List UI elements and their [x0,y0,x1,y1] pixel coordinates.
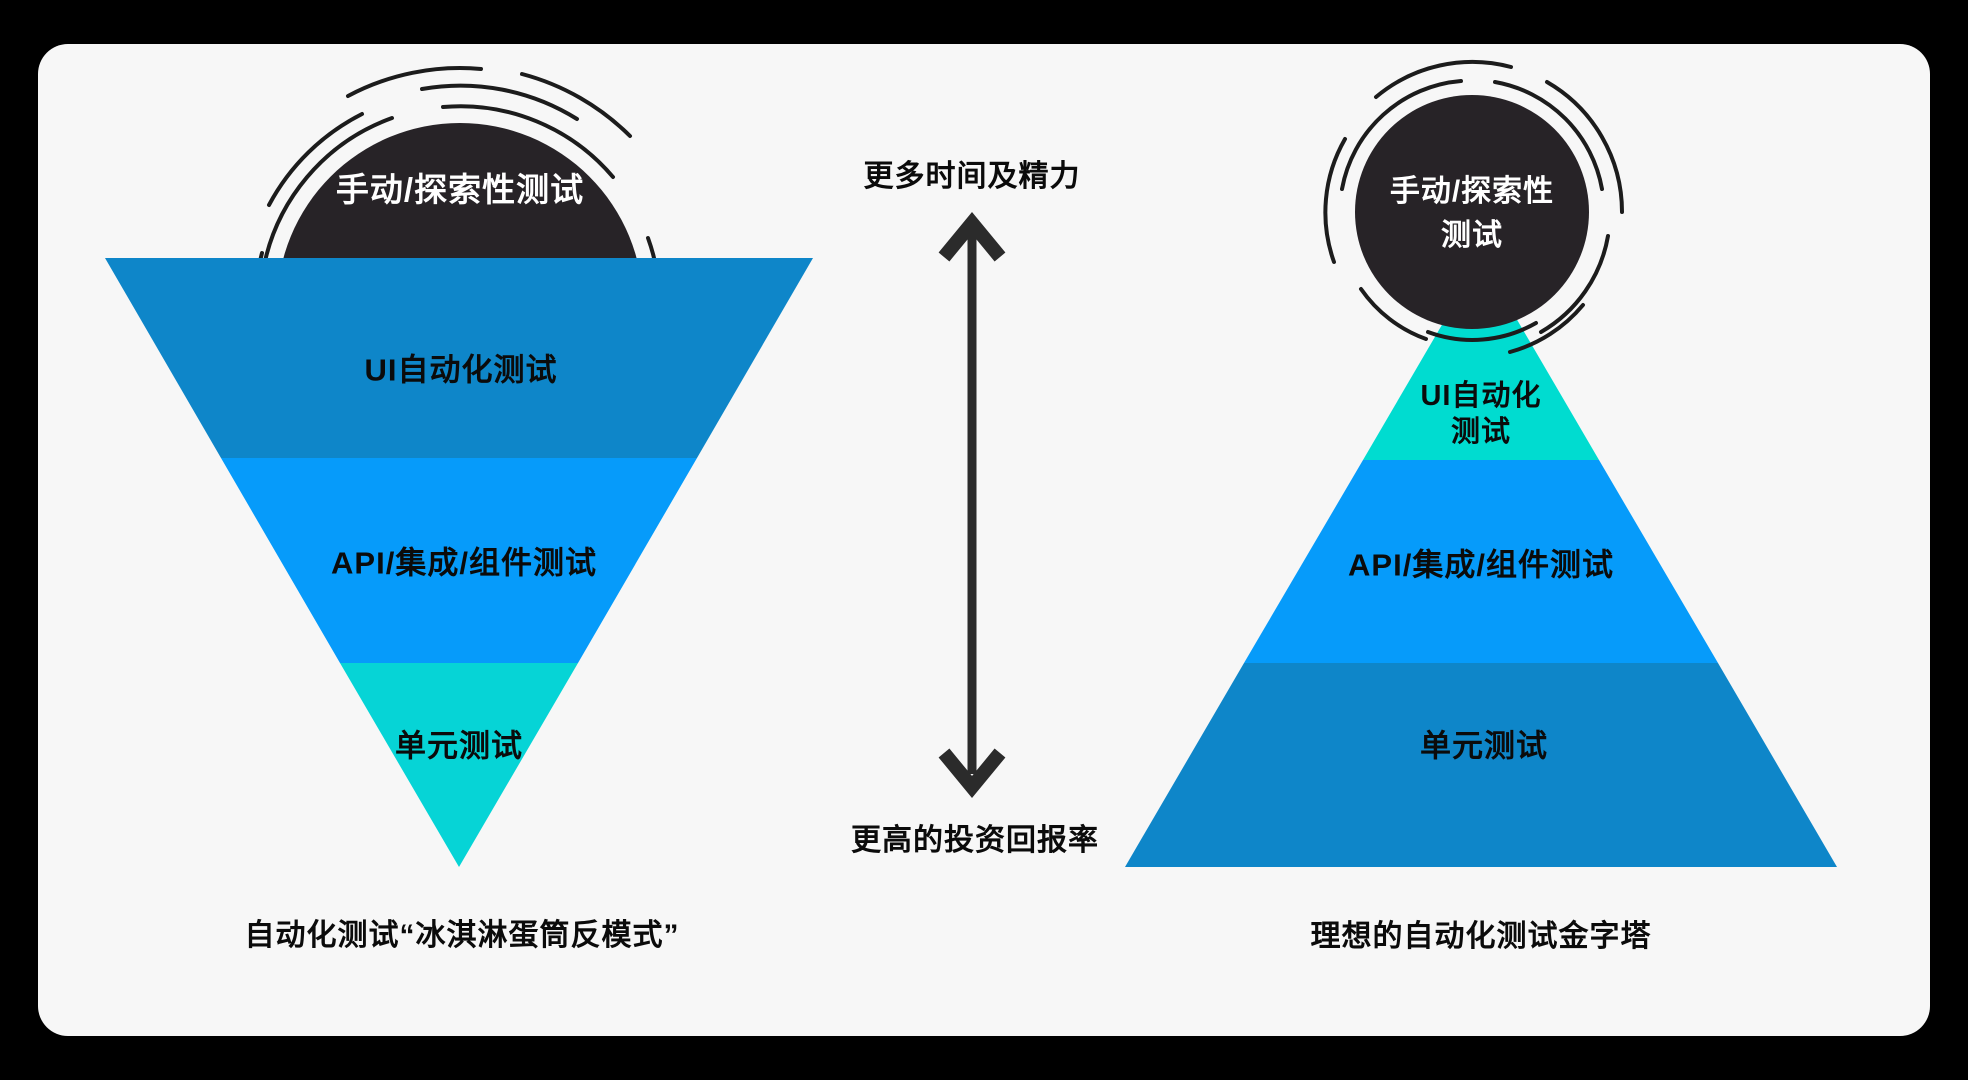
sketch-arc-icon [420,83,579,121]
right-manual-testing-circle [1355,95,1589,329]
right-sketch-ring [1323,59,1625,354]
sketch-arc-icon [1508,303,1585,354]
axis-bottom-label: 更高的投资回报率 [851,824,1099,857]
right-layer-ui-label: UI自动化 测试 [1420,378,1541,450]
sketch-arc-icon [1340,79,1463,191]
right-layer-ui-label-line2: 测试 [1450,416,1512,448]
sketch-arc-icon [1493,80,1604,191]
right-bubble-label-line1: 手动/探索性 [1389,175,1555,208]
right-layer-api-label: API/集成/组件测试 [1348,547,1614,583]
sketch-arc-icon [1323,137,1347,264]
sketch-arc-icon [346,66,483,98]
sketch-arc-icon [1374,59,1513,99]
left-diagram-caption: 自动化测试“冰淇淋蛋筒反模式” [244,919,680,952]
sketch-arc-icon [267,112,364,207]
left-layer-unit-label: 单元测试 [395,728,523,764]
right-bubble-label-line2: 测试 [1441,219,1503,252]
right-pyramid-layer-ui [1363,258,1599,460]
left-layer-ui-label: UI自动化测试 [364,352,558,388]
left-funnel-layer-api [221,458,697,663]
right-layer-ui-label-line1: UI自动化 [1420,380,1542,412]
right-bubble-label: 手动/探索性 测试 [1390,170,1554,258]
sketch-arc-icon [1426,321,1538,342]
right-layer-unit-label: 单元测试 [1420,728,1548,764]
left-layer-api-label: API/集成/组件测试 [331,545,597,581]
sketch-arc-icon [1539,234,1610,334]
sketch-arc-icon [1359,287,1428,341]
arrow-head-down-icon [938,748,1006,799]
sketch-arc-icon [520,72,632,138]
arrow-head-up-icon [938,211,1006,262]
sketch-arc-icon [1545,80,1625,214]
sketch-arc-icon [261,116,394,273]
left-bubble-label: 手动/探索性测试 [335,171,585,208]
right-pyramid-layer-unit [1125,663,1837,867]
right-diagram-caption: 理想的自动化测试金字塔 [1310,920,1652,953]
right-pyramid-layer-api [1244,460,1718,663]
axis-top-label: 更多时间及精力 [863,160,1081,193]
effort-roi-arrow-icon [938,211,1006,799]
left-funnel-layer-unit [340,663,578,867]
sketch-arc-icon [441,104,615,179]
left-funnel-layer-ui [105,258,813,458]
